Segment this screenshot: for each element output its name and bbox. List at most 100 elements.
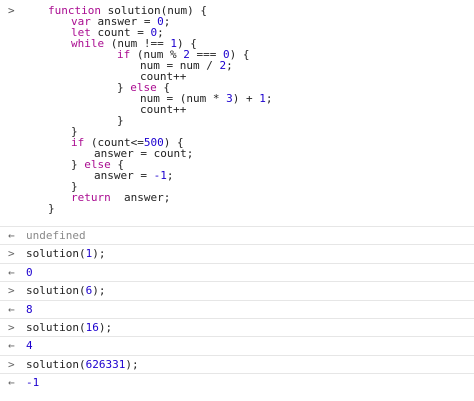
console-output-row: ← -1	[0, 373, 474, 391]
console-input-text: solution(16);	[26, 322, 112, 333]
input-argument: 6	[85, 284, 93, 297]
code-token: else	[130, 81, 157, 94]
code-line: }	[71, 181, 78, 192]
code-token: 0	[222, 48, 230, 61]
input-call-end: );	[92, 247, 106, 260]
code-token: 2	[183, 48, 190, 61]
code-line: if (num % 2 === 0) {	[117, 49, 249, 60]
console-output-value: 0	[26, 266, 33, 279]
code-token: function	[48, 4, 101, 17]
console-input-row[interactable]: > solution(16);	[0, 318, 474, 336]
console-output-value: 8	[26, 303, 33, 316]
code-line: } else {	[117, 82, 170, 93]
code-token: num = num /	[140, 59, 220, 72]
code-token: ) {	[176, 37, 197, 50]
input-prompt-icon: >	[8, 321, 15, 334]
code-token: ) {	[163, 136, 184, 149]
code-line: answer = -1;	[94, 170, 173, 181]
code-line: num = num / 2;	[140, 60, 233, 71]
input-call-end: );	[98, 321, 113, 334]
console-output-row: ←0	[0, 263, 474, 281]
console-output-value: undefined	[26, 229, 86, 242]
code-token: if	[71, 136, 85, 149]
input-argument: 626331	[85, 358, 126, 371]
input-call: solution(	[26, 247, 86, 260]
code-token: }	[71, 158, 85, 171]
output-arrow-icon: ←	[8, 303, 15, 316]
code-line: }	[48, 203, 55, 214]
code-line: answer = count;	[94, 148, 193, 159]
code-line: function solution(num) {	[48, 5, 207, 16]
code-line: if (count<=500) {	[71, 137, 184, 148]
code-token: }	[48, 202, 55, 215]
input-prompt-icon: >	[8, 284, 15, 297]
console-input-row[interactable]: > solution(6);	[0, 281, 474, 299]
output-arrow-icon: ←	[8, 266, 15, 279]
code-token: }	[71, 125, 78, 138]
code-token: (num %	[130, 48, 184, 61]
console-input-text: solution(1);	[26, 248, 105, 259]
console-output-value: -1	[26, 376, 40, 389]
code-token: if	[117, 48, 131, 61]
code-token: }	[117, 81, 131, 94]
code-token: answer;	[110, 191, 171, 204]
input-call-end: );	[125, 358, 139, 371]
input-call-end: );	[92, 284, 106, 297]
input-prompt-icon: >	[8, 4, 15, 17]
input-call: solution(	[26, 284, 86, 297]
input-argument: 1	[85, 247, 93, 260]
output-arrow-icon: ←	[8, 229, 15, 242]
code-token: }	[117, 114, 124, 127]
code-token: count++	[140, 103, 187, 116]
code-input-block[interactable]: > function solution(num) {var answer = 0…	[0, 0, 474, 226]
console-output-row: ←4	[0, 336, 474, 354]
console-input-row[interactable]: > solution(1);	[0, 244, 474, 262]
code-token: ;	[163, 15, 171, 28]
code-token: 0	[150, 26, 158, 39]
code-token: let	[71, 26, 91, 39]
code-token: else	[84, 158, 111, 171]
code-token: count =	[90, 26, 151, 39]
code-token: num = (num *	[140, 92, 227, 105]
code-token: {	[156, 81, 170, 94]
code-token: }	[71, 180, 78, 193]
code-line: let count = 0;	[71, 27, 164, 38]
input-prompt-icon: >	[8, 247, 15, 260]
input-prompt-icon: >	[8, 358, 15, 371]
code-token: {	[110, 158, 124, 171]
code-line: while (num !== 1) {	[71, 38, 197, 49]
code-token: 0	[157, 15, 164, 28]
code-token: (count<=	[84, 136, 144, 149]
code-token: answer = count;	[94, 147, 194, 160]
code-token: ) {	[229, 48, 250, 61]
code-token: 1	[170, 37, 177, 50]
code-token: ;	[157, 26, 164, 39]
code-line: var answer = 0;	[71, 16, 170, 27]
code-token: while	[71, 37, 105, 50]
output-arrow-icon: ←	[8, 376, 15, 389]
code-token: 3	[226, 92, 233, 105]
code-token: ;	[166, 169, 174, 182]
code-line: }	[71, 126, 78, 137]
code-line: count++	[140, 71, 186, 82]
console-input-row[interactable]: > solution(626331);	[0, 355, 474, 373]
code-token: 2	[219, 59, 227, 72]
code-token: var	[71, 15, 91, 28]
console-input-text: solution(6);	[26, 285, 105, 296]
code-line: } else {	[71, 159, 124, 170]
code-token: ;	[265, 92, 273, 105]
code-token: answer =	[90, 15, 158, 28]
input-call: solution(	[26, 358, 86, 371]
code-token: 1	[259, 92, 266, 105]
code-token: -1	[153, 169, 167, 182]
code-token: ) +	[232, 92, 260, 105]
code-token: ;	[226, 59, 233, 72]
code-token: solution(num) {	[100, 4, 207, 17]
output-arrow-icon: ←	[8, 339, 15, 352]
console-input-text: solution(626331);	[26, 359, 139, 370]
code-token: count++	[140, 70, 187, 83]
code-token: ===	[189, 48, 223, 61]
code-line: return answer;	[71, 192, 170, 203]
code-token: (num !==	[104, 37, 171, 50]
